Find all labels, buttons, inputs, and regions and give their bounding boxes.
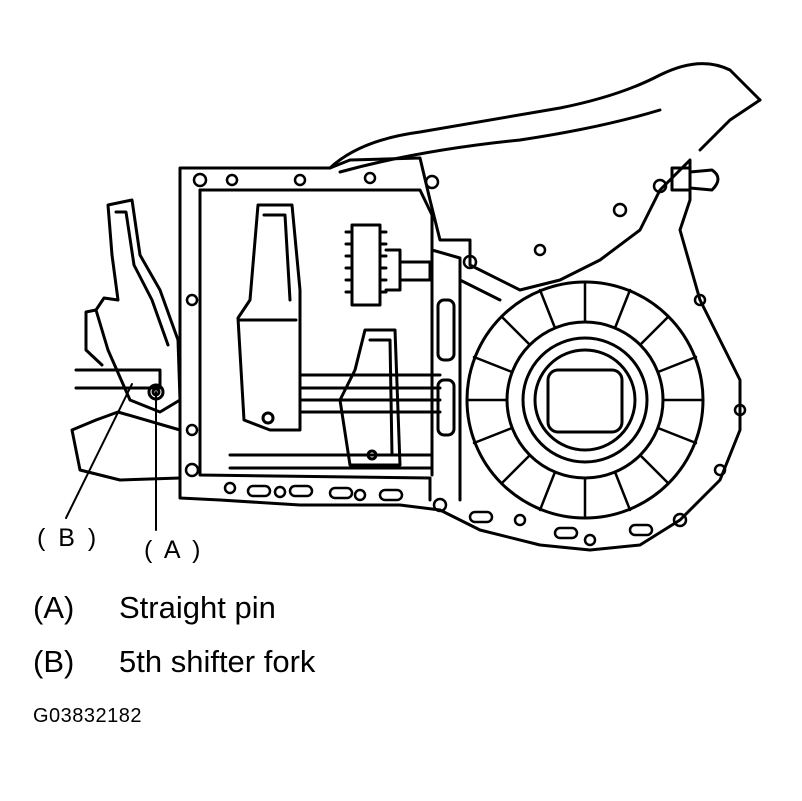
shift-rods <box>228 373 442 470</box>
callout-leaders <box>65 383 157 531</box>
bolt-holes <box>184 171 747 547</box>
figure-id: G03832182 <box>33 705 143 727</box>
legend-row-b: (B) 5th shifter fork <box>33 646 315 677</box>
fifth-shifter-fork <box>74 198 182 414</box>
legend-key-a: (A) <box>33 590 75 625</box>
housing-upper-flange <box>328 62 762 174</box>
callout-label-b: ( B ) <box>37 524 100 552</box>
callout-label-a: ( A ) <box>144 536 204 564</box>
bearing-bore <box>465 280 705 520</box>
shift-fork-main <box>236 203 302 432</box>
shift-fork-secondary <box>338 328 402 467</box>
housing-lower-left <box>70 410 182 482</box>
gear-cluster <box>344 223 432 307</box>
legend-row-a: (A) Straight pin <box>33 592 276 623</box>
case-web <box>430 248 462 502</box>
breather-plug <box>670 166 720 192</box>
legend-text-b: 5th shifter fork <box>119 644 316 679</box>
legend-text-a: Straight pin <box>119 590 276 625</box>
rail-slots <box>246 484 654 540</box>
bore-ribs <box>465 280 705 520</box>
legend-key-b: (B) <box>33 644 75 679</box>
